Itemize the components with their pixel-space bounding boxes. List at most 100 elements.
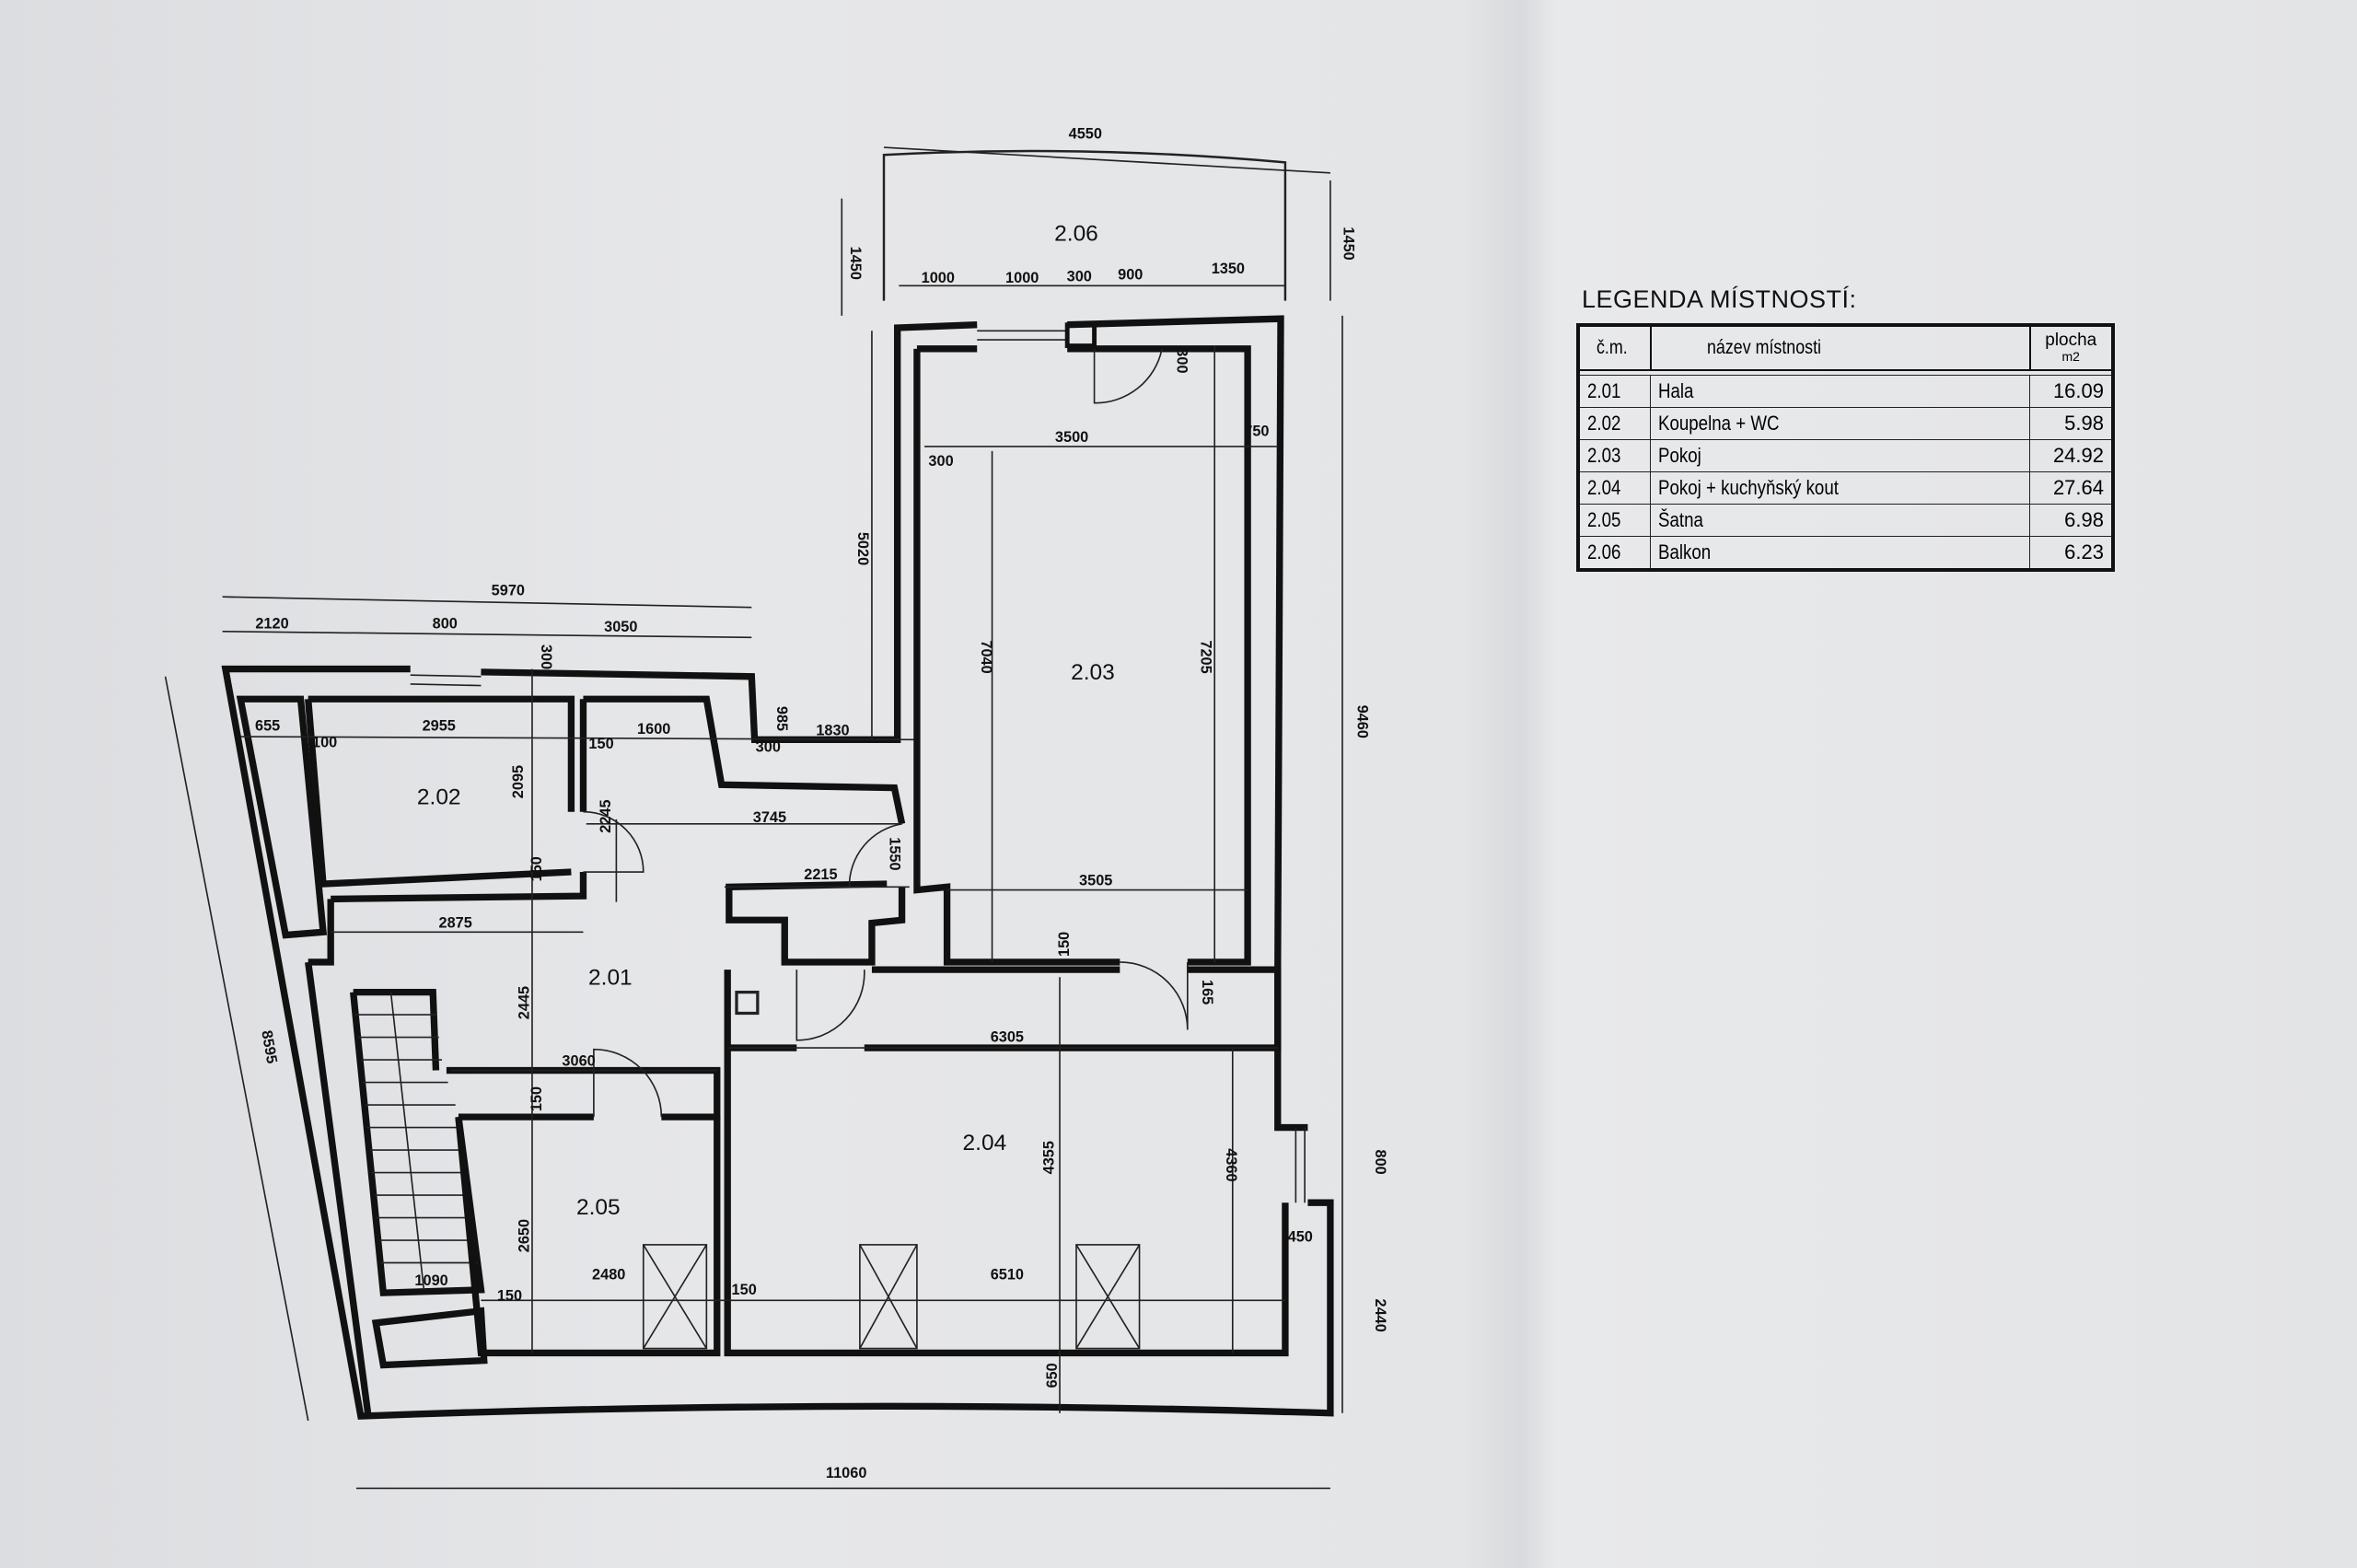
dimension-lines bbox=[164, 146, 1343, 1490]
door bbox=[1120, 961, 1189, 1030]
dimension-label: 7205 bbox=[1197, 640, 1213, 673]
dimension-label: 2480 bbox=[592, 1266, 625, 1283]
dimension-label: 985 bbox=[773, 706, 790, 731]
dimension-label: 3505 bbox=[1079, 873, 1112, 889]
dimension-label: 2095 bbox=[510, 765, 527, 798]
dimension-label: 300 bbox=[538, 645, 554, 669]
room-label-2.04: 2.04 bbox=[963, 1131, 1007, 1156]
header-area-unit: m2 bbox=[2061, 348, 2080, 364]
shaft-walls bbox=[236, 695, 328, 939]
dimension-label: 150 bbox=[528, 856, 545, 881]
skylights bbox=[642, 1244, 1141, 1350]
chimney bbox=[735, 990, 760, 1016]
dimension-label: 11060 bbox=[826, 1465, 866, 1481]
dimension-label: 6305 bbox=[991, 1029, 1024, 1046]
dimension-label: 300 bbox=[756, 738, 781, 755]
room-area: 16.09 bbox=[2052, 379, 2104, 402]
room-number: 2.01 bbox=[1587, 379, 1621, 402]
header-number: č.m. bbox=[1577, 324, 1652, 371]
dimension-label: 1000 bbox=[922, 270, 955, 286]
dimension-label: 3050 bbox=[604, 619, 637, 635]
dimension-label: 6510 bbox=[991, 1266, 1024, 1283]
room-number: 2.02 bbox=[1587, 412, 1621, 435]
dimension-label: 1830 bbox=[816, 722, 849, 738]
hall-walls bbox=[331, 699, 587, 903]
dimension-label: 7040 bbox=[978, 640, 994, 673]
room-2.03-walls bbox=[913, 345, 1251, 966]
outer-wall bbox=[221, 665, 1334, 1420]
dimension-label: 1550 bbox=[887, 837, 903, 870]
dimension-label: 300 bbox=[928, 453, 953, 470]
dimension-label: 2875 bbox=[439, 914, 472, 931]
room-number: 2.04 bbox=[1587, 476, 1621, 499]
dimension-label: 750 bbox=[1244, 424, 1269, 440]
dimension-label: 8595 bbox=[258, 1029, 280, 1065]
room-label-2.03: 2.03 bbox=[1071, 660, 1115, 685]
dimension-label: 5970 bbox=[492, 583, 525, 599]
dimension-label: 150 bbox=[588, 736, 613, 752]
room-labels: 2.06 2.03 2.02 2.01 2.04 2.05 bbox=[417, 221, 1115, 1220]
room-2.02-walls bbox=[305, 695, 575, 888]
hall-walls bbox=[446, 1066, 721, 1121]
room-name: Pokoj bbox=[1658, 444, 1701, 467]
landing-walls bbox=[371, 1307, 488, 1369]
room-name: Koupelna + WC bbox=[1658, 412, 1780, 435]
room-area: 6.98 bbox=[2064, 508, 2104, 531]
room-label-2.02: 2.02 bbox=[417, 785, 461, 810]
dimension-label: 1090 bbox=[414, 1272, 447, 1289]
dimension-label: 800 bbox=[1372, 1150, 1388, 1175]
dimension-label: 1450 bbox=[1341, 226, 1357, 260]
outer-wall bbox=[481, 321, 978, 744]
header-number-text: č.m. bbox=[1596, 337, 1628, 358]
room-2.05-walls bbox=[455, 1116, 721, 1357]
windows bbox=[410, 330, 1306, 1203]
dimension-label: 2245 bbox=[598, 799, 614, 832]
room-area: 5.98 bbox=[2064, 412, 2104, 435]
hall-walls bbox=[583, 695, 906, 966]
door bbox=[593, 1048, 663, 1118]
header-area-text: plocha bbox=[2045, 330, 2097, 350]
balcony-outline bbox=[882, 149, 1287, 301]
dimension-label: 300 bbox=[1067, 268, 1092, 285]
dimension-label: 1600 bbox=[637, 721, 670, 738]
dimension-label: 150 bbox=[732, 1282, 757, 1298]
dimension-label: 1350 bbox=[1212, 261, 1245, 277]
dimension-label: 2215 bbox=[804, 866, 837, 883]
room-area: 27.64 bbox=[2052, 476, 2104, 499]
dimension-label: 5020 bbox=[854, 532, 871, 565]
room-name: Hala bbox=[1658, 379, 1694, 402]
room-legend: LEGENDA MÍSTNOSTÍ: č.m. název místnosti … bbox=[1576, 285, 2115, 572]
dimension-label: 150 bbox=[1056, 932, 1073, 957]
legend-row: 2.03 Pokoj 24.92 bbox=[1577, 439, 2114, 472]
room-label-2.06: 2.06 bbox=[1054, 221, 1098, 246]
legend-row: 2.01 Hala 16.09 bbox=[1577, 375, 2114, 408]
legend-title: LEGENDA MÍSTNOSTÍ: bbox=[1582, 285, 1857, 313]
room-label-2.05: 2.05 bbox=[576, 1195, 621, 1220]
door bbox=[795, 970, 865, 1041]
dimension-label: 655 bbox=[255, 718, 280, 735]
dimension-label: 2955 bbox=[423, 718, 456, 735]
dimension-label: 300 bbox=[1173, 348, 1190, 373]
dimension-label: 4360 bbox=[1223, 1148, 1239, 1181]
walls bbox=[221, 149, 1334, 1420]
dimension-label: 800 bbox=[433, 616, 458, 633]
dimension-label: 450 bbox=[1288, 1229, 1313, 1246]
dimension-label: 100 bbox=[312, 735, 337, 751]
dimension-label: 165 bbox=[1199, 980, 1215, 1005]
dimension-label: 2445 bbox=[517, 986, 533, 1019]
room-number: 2.03 bbox=[1587, 444, 1621, 467]
dimension-label: 2440 bbox=[1372, 1298, 1388, 1331]
dimension-label: 150 bbox=[528, 1086, 545, 1111]
dimension-label: 2650 bbox=[517, 1219, 533, 1252]
room-area: 24.92 bbox=[2052, 444, 2104, 467]
dimension-label: 1000 bbox=[1005, 270, 1039, 286]
room-label-2.01: 2.01 bbox=[588, 965, 633, 990]
legend-row: 2.02 Koupelna + WC 5.98 bbox=[1577, 407, 2114, 440]
dimension-label: 9460 bbox=[1353, 705, 1370, 738]
room-2.04-walls bbox=[724, 966, 1289, 1357]
